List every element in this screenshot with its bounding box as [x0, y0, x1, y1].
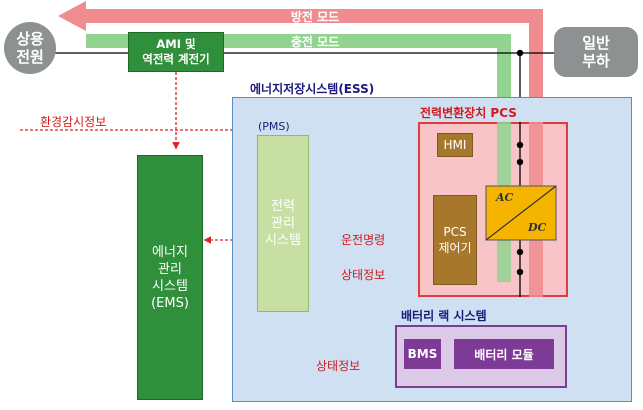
bms-status-label: 상태정보 — [316, 359, 361, 373]
env-monitoring-label: 환경감시정보 — [40, 115, 107, 129]
ami-relay-box: AMI 및 역전력 계전기 — [128, 32, 224, 72]
hmi-box: HMI — [437, 133, 473, 157]
discharge-label: 방전 모드 — [290, 9, 340, 24]
charge-label: 충전 모드 — [290, 34, 340, 49]
grid-node: 상용 전원 — [4, 22, 56, 74]
ess-title: 에너지저장시스템(ESS) — [250, 82, 375, 96]
operation-command-label: 운전명령 — [341, 233, 386, 247]
converter-ac-label: AC — [496, 191, 514, 204]
ems-box: 에너지 관리 시스템 (EMS) — [137, 155, 203, 400]
pcs-controller-box: PCS 제어기 — [433, 195, 477, 285]
converter-dc-label: DC — [528, 221, 547, 234]
pcs-title: 전력변환장치 PCS — [420, 106, 517, 120]
bms-box: BMS — [404, 339, 441, 369]
battery-rack-title: 배터리 랙 시스템 — [401, 309, 487, 323]
battery-module-box: 배터리 모듈 — [454, 339, 554, 369]
pms-tag: (PMS) — [258, 120, 290, 133]
pms-box: 전력 관리 시스템 — [257, 135, 309, 312]
load-node: 일반 부하 — [554, 27, 638, 77]
pcs-status-label: 상태정보 — [341, 268, 386, 282]
